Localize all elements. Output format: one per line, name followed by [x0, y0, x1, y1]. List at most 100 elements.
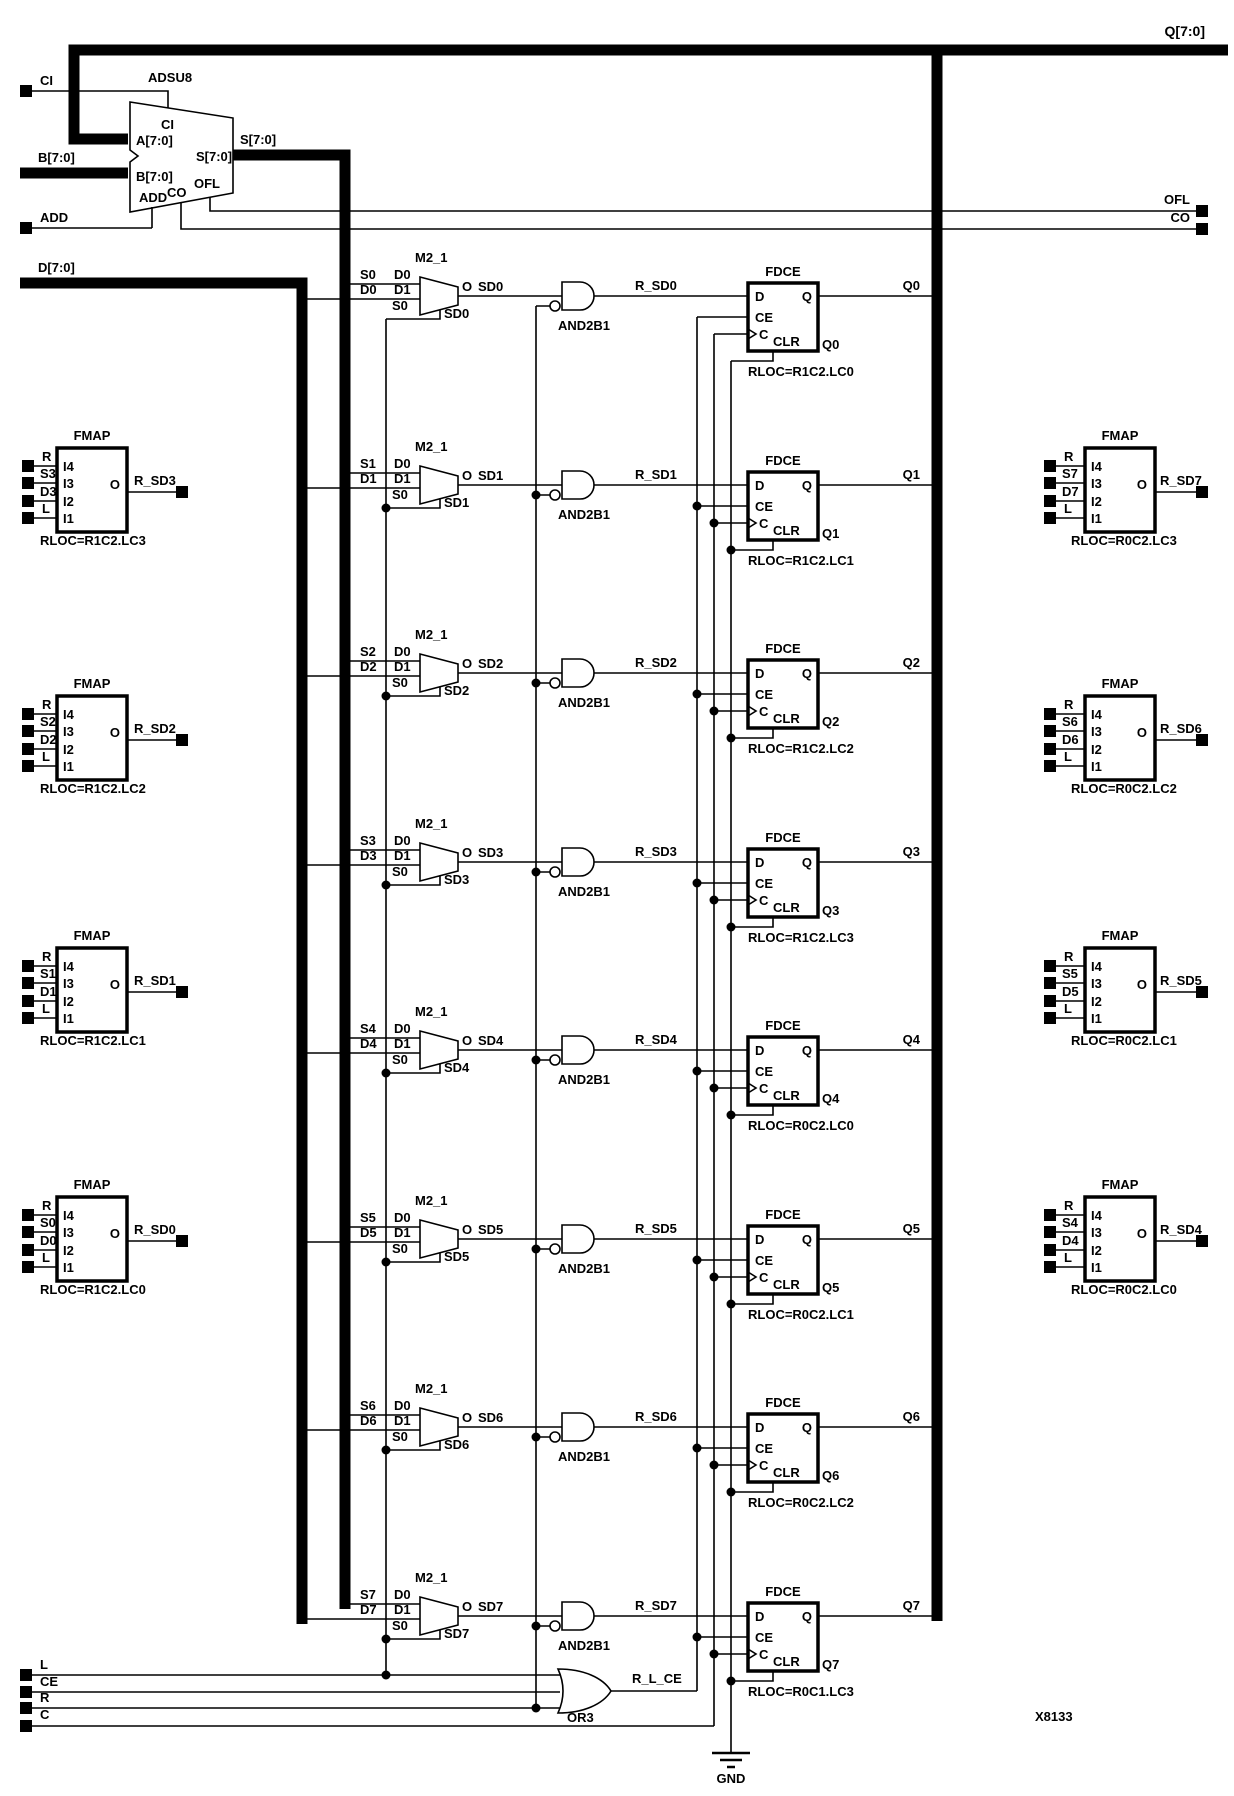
s-net-label: S2 [40, 714, 56, 729]
s-net-label: S6 [1062, 714, 1078, 729]
junction-dot [692, 1443, 702, 1453]
ff-c-pin-label: C [759, 1647, 769, 1662]
mux-d1-pin-label: D1 [394, 471, 411, 486]
mux-instance-label: SD6 [444, 1437, 469, 1452]
and-gate-shape [561, 281, 595, 311]
ff-c-pin-label: C [759, 1458, 769, 1473]
ff-type-label: FDCE [765, 641, 801, 656]
mux-o-pin-label: O [462, 468, 472, 483]
row-wires [302, 472, 932, 551]
mux-o-pin-label: O [462, 656, 472, 671]
fmap-block-right: FMAP R S7 D7 L I4 I3 I2 I1 O R_SD7 RLOC=… [1044, 428, 1208, 548]
l-net-label: L [1064, 501, 1072, 516]
l-net-label: L [42, 749, 50, 764]
d-net-label: D1 [40, 984, 57, 999]
clock-triangle-icon [747, 1648, 758, 1660]
ff-ce-pin-label: CE [755, 687, 773, 702]
rloc-constraint-label: RLOC=R1C2.LC1 [40, 1033, 146, 1048]
fmap-box [55, 446, 129, 534]
junction-dot [709, 706, 719, 716]
r-net-label: R [1064, 1198, 1074, 1213]
junction-dot [531, 1703, 541, 1713]
input-terminal [1044, 995, 1056, 1007]
c-terminal [20, 1720, 32, 1732]
d-net-label: D3 [40, 484, 57, 499]
fmap-type-label: FMAP [1102, 928, 1139, 943]
d-net-label: D7 [1062, 484, 1079, 499]
and-gate-type-label: AND2B1 [558, 1261, 610, 1276]
and-gate-type-label: AND2B1 [558, 1072, 610, 1087]
ff-clr-pin-label: CLR [773, 711, 800, 726]
mux-shape [419, 652, 459, 694]
input-terminal [1044, 460, 1056, 472]
b-net-label: B[7:0] [38, 150, 75, 165]
ce-input-label: CE [40, 1674, 58, 1689]
inverted-input-bubble-icon [549, 677, 561, 689]
rloc-constraint-label: RLOC=R0C1.LC3 [748, 1684, 854, 1699]
and-gate-type-label: AND2B1 [558, 318, 610, 333]
junction-dot [381, 880, 391, 890]
l-terminal [20, 1669, 32, 1681]
inverted-input-bubble-icon [549, 866, 561, 878]
or-gate-type-label: OR3 [567, 1710, 594, 1725]
and-gate-type-label: AND2B1 [558, 695, 610, 710]
mux-shape [419, 1595, 459, 1637]
inverted-input-bubble-icon [549, 1243, 561, 1255]
q-bit-net-label: Q2 [903, 655, 920, 670]
ff-instance-label: Q3 [822, 903, 839, 918]
i3-pin-label: I3 [63, 1225, 74, 1240]
i3-pin-label: I3 [1091, 976, 1102, 991]
input-terminal [1044, 1244, 1056, 1256]
ff-ce-pin-label: CE [755, 310, 773, 325]
fmap-block-left: FMAP R S1 D1 L I4 I3 I2 I1 O R_SD1 RLOC=… [22, 928, 188, 1048]
ff-d-pin-label: D [755, 1043, 764, 1058]
bit-slice-row: S1 D0 D1 D1 M2_1 S0 O SD1 SD1 AND2B1 R_S… [302, 439, 932, 568]
and-gate-shape [561, 1601, 595, 1631]
junction-dot [692, 689, 702, 699]
fmap-type-label: FMAP [1102, 1177, 1139, 1192]
ff-clr-pin-label: CLR [773, 1088, 800, 1103]
rloc-constraint-label: RLOC=R0C2.LC2 [748, 1495, 854, 1510]
bit-slice-row: S6 D0 D6 D1 M2_1 S0 O SD6 SD6 AND2B1 R_S… [302, 1381, 932, 1510]
junction-dot [726, 1676, 736, 1686]
rsd-net-label: R_SD1 [635, 467, 677, 482]
junction-dot [709, 518, 719, 528]
a-pin-label: A[7:0] [136, 133, 173, 148]
ff-q-pin-label: Q [802, 1232, 812, 1247]
adder-pin-wires [32, 90, 1198, 230]
i2-pin-label: I2 [63, 494, 74, 509]
i4-pin-label: I4 [63, 959, 75, 974]
s-net-label: S0 [40, 1215, 56, 1230]
rsd-net-label: R_SD2 [635, 655, 677, 670]
fmap-pin-wires [34, 713, 176, 767]
row-wires [302, 283, 932, 362]
i2-pin-label: I2 [1091, 494, 1102, 509]
s-pin-label: S[7:0] [196, 149, 232, 164]
bit-slice-row: S2 D0 D2 D1 M2_1 S0 O SD2 SD2 AND2B1 R_S… [302, 627, 932, 756]
ff-ce-pin-label: CE [755, 1253, 773, 1268]
o-pin-label: O [110, 1226, 120, 1241]
d-net-label: D6 [1062, 732, 1079, 747]
input-terminal [1044, 743, 1056, 755]
and-gate-shape [561, 1412, 595, 1442]
ff-ce-pin-label: CE [755, 1630, 773, 1645]
mux-type-label: M2_1 [415, 627, 448, 642]
control-rails [385, 306, 732, 1753]
d-net-label: D5 [1062, 984, 1079, 999]
mux-d1-pin-label: D1 [394, 1602, 411, 1617]
i4-pin-label: I4 [63, 707, 75, 722]
output-net-label: R_SD7 [1160, 473, 1202, 488]
mux-d1-pin-label: D1 [394, 1036, 411, 1051]
i4-pin-label: I4 [1091, 707, 1103, 722]
and-gate-shape [561, 1224, 595, 1254]
mux-d0-pin-label: D0 [394, 1587, 411, 1602]
ff-ce-pin-label: CE [755, 499, 773, 514]
mux-d1-pin-label: D1 [394, 848, 411, 863]
l-net-label: L [42, 1001, 50, 1016]
q-bit-net-label: Q4 [903, 1032, 921, 1047]
ff-d-pin-label: D [755, 478, 764, 493]
fmap-type-label: FMAP [74, 1177, 111, 1192]
junction-dot [692, 1255, 702, 1265]
ff-instance-label: Q4 [822, 1091, 840, 1106]
